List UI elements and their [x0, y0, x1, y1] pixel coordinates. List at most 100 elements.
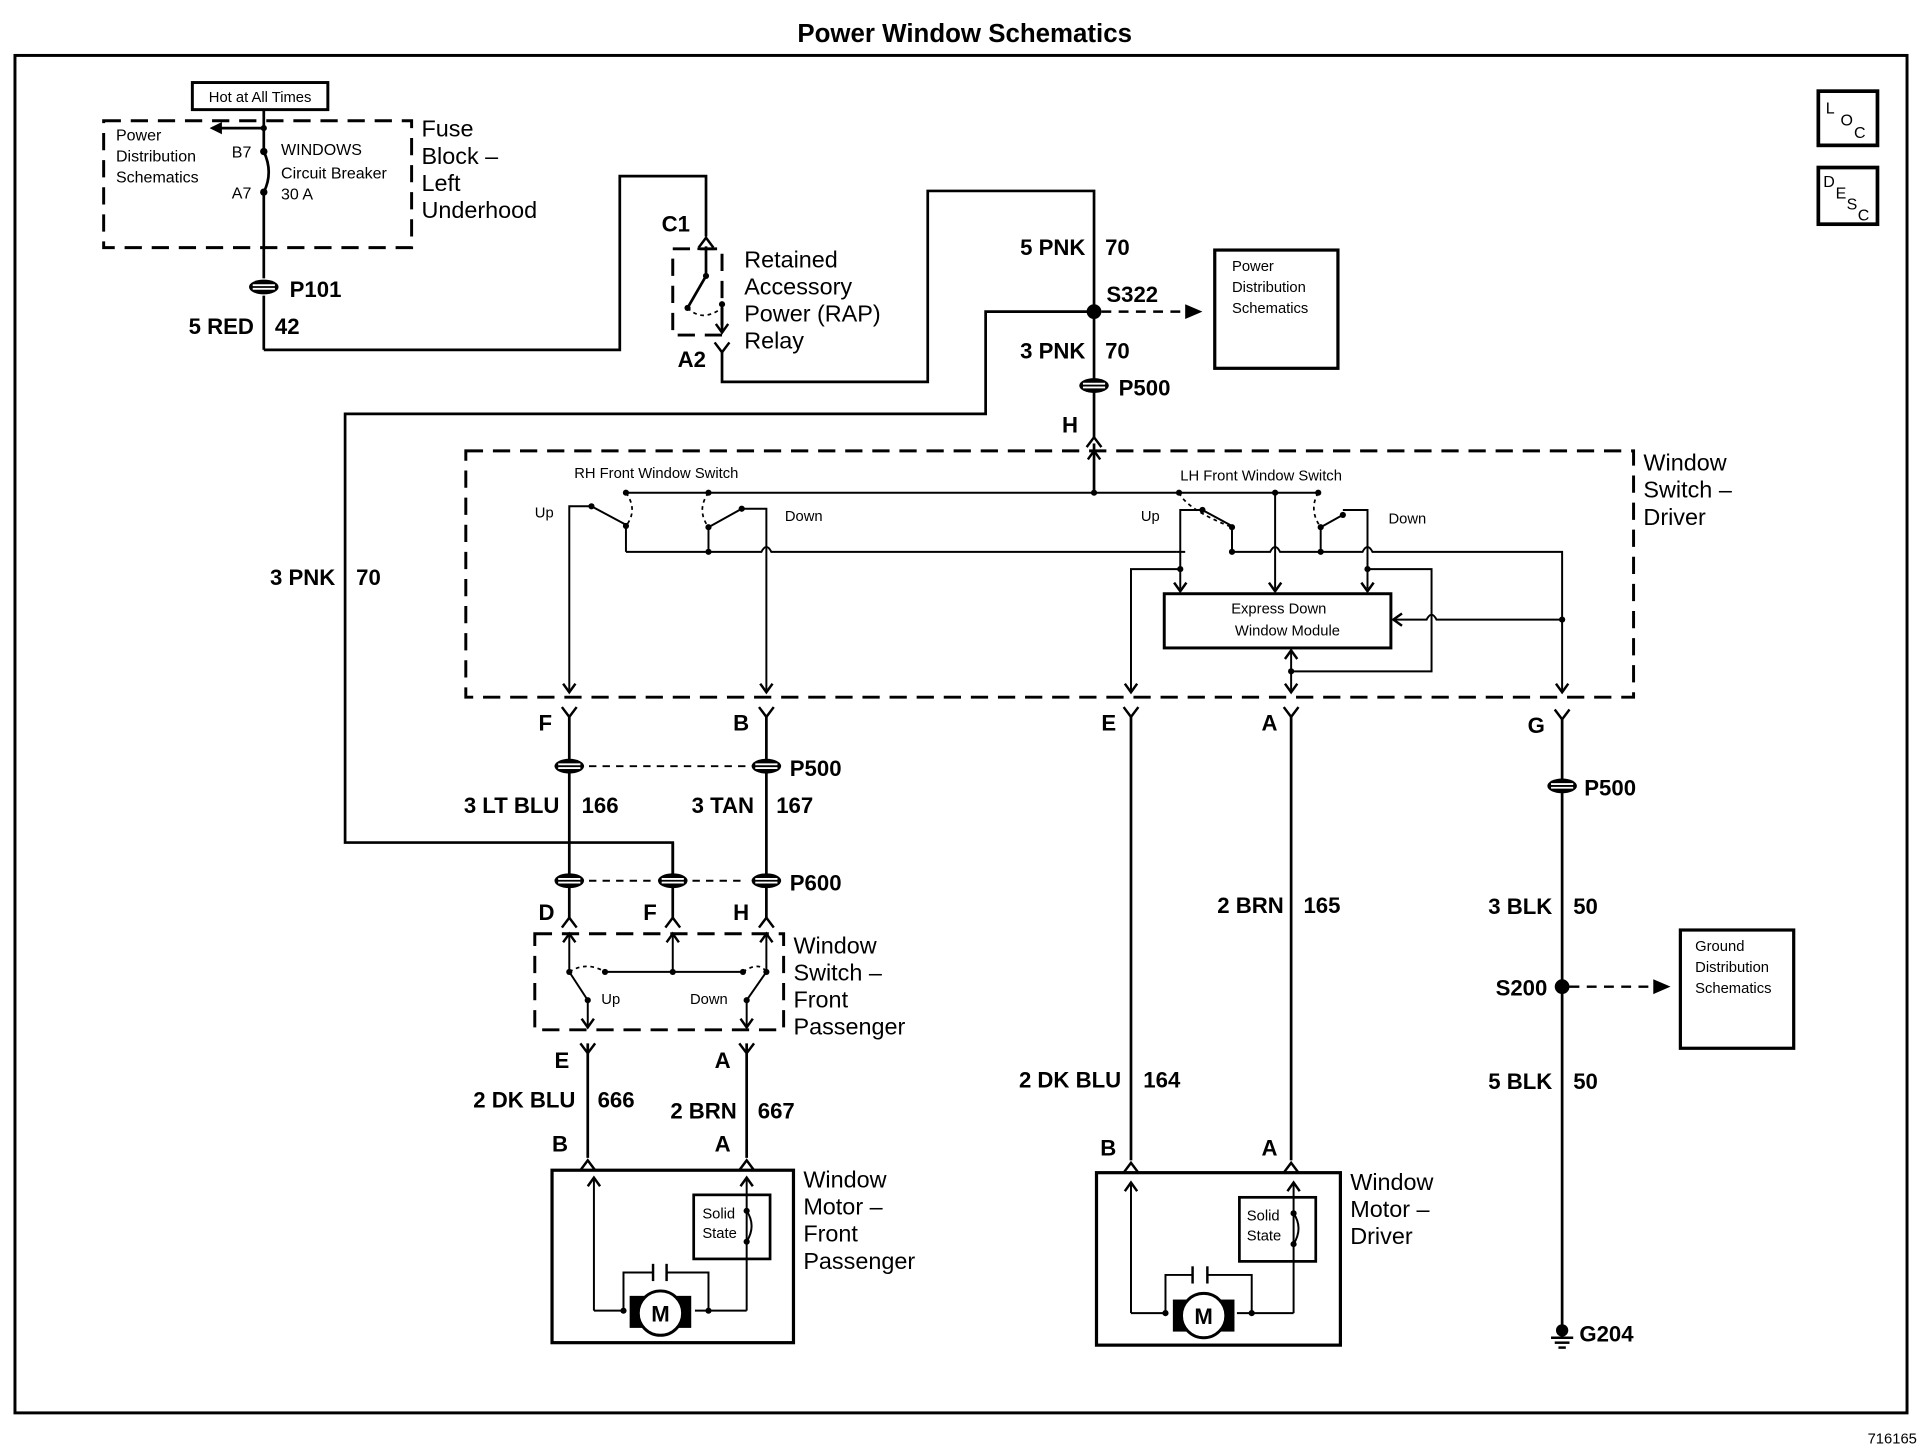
- svg-text:Driver: Driver: [1350, 1223, 1413, 1249]
- passenger-feed: P500 3 LT BLU 166 3 TAN 167 P600 D F H: [464, 716, 842, 929]
- svg-text:50: 50: [1573, 1069, 1598, 1094]
- svg-text:Solid: Solid: [702, 1206, 735, 1222]
- svg-text:166: 166: [582, 793, 619, 818]
- svg-text:Front: Front: [803, 1221, 858, 1247]
- svg-text:P600: P600: [790, 871, 842, 896]
- svg-text:RH Front Window Switch: RH Front Window Switch: [574, 466, 738, 482]
- svg-text:Window Module: Window Module: [1235, 624, 1340, 640]
- svg-text:3 PNK: 3 PNK: [1020, 338, 1085, 363]
- svg-text:30 A: 30 A: [281, 187, 313, 204]
- svg-text:Schematics: Schematics: [116, 169, 199, 186]
- svg-text:G204: G204: [1579, 1321, 1634, 1346]
- svg-text:Power: Power: [116, 127, 162, 144]
- svg-text:H: H: [733, 900, 749, 925]
- svg-text:D: D: [538, 900, 554, 925]
- rap-relay: C1 A2 Retained Accessory Power (RAP) Rel…: [662, 189, 1096, 384]
- svg-text:E: E: [1101, 710, 1116, 735]
- svg-text:2 DK BLU: 2 DK BLU: [473, 1087, 575, 1112]
- svg-text:Switch –: Switch –: [1643, 477, 1731, 503]
- svg-text:2 BRN: 2 BRN: [670, 1098, 736, 1123]
- svg-text:Left: Left: [421, 170, 461, 196]
- svg-text:Power (RAP): Power (RAP): [744, 301, 880, 327]
- svg-text:P500: P500: [1584, 776, 1636, 801]
- window-motor-front-passenger: Solid State M Window Motor – Front Passe…: [550, 1166, 915, 1345]
- svg-text:M: M: [1194, 1304, 1212, 1329]
- svg-text:5 PNK: 5 PNK: [1020, 235, 1085, 260]
- figure-id: 716165: [1868, 1432, 1917, 1448]
- ground-distribution-ref-box[interactable]: [1678, 928, 1796, 1050]
- svg-text:3 BLK: 3 BLK: [1488, 894, 1552, 919]
- svg-text:Front: Front: [793, 987, 848, 1013]
- svg-text:3 LT BLU: 3 LT BLU: [464, 793, 560, 818]
- svg-text:70: 70: [356, 565, 381, 590]
- page-title: Power Window Schematics: [797, 20, 1132, 48]
- svg-text:E: E: [555, 1048, 570, 1073]
- svg-text:G: G: [1528, 713, 1545, 738]
- svg-text:C: C: [1854, 125, 1866, 142]
- window-motor-front-passenger-name: Window: [803, 1166, 886, 1192]
- svg-text:P500: P500: [790, 756, 842, 781]
- svg-text:H: H: [1062, 412, 1078, 437]
- window-motor-driver-name: Window: [1350, 1169, 1433, 1195]
- svg-text:O: O: [1841, 113, 1853, 130]
- desc-button[interactable]: D E S C: [1816, 165, 1880, 227]
- svg-text:3 TAN: 3 TAN: [692, 793, 754, 818]
- motor-icon: [1180, 1291, 1228, 1340]
- svg-text:WINDOWS: WINDOWS: [281, 142, 362, 159]
- window-switch-front-passenger: Up Down Window Switch – Front Passenger: [533, 932, 906, 1040]
- svg-text:167: 167: [776, 793, 813, 818]
- window-switch-driver: Window Switch – Driver RH Front Window S…: [464, 443, 1732, 699]
- svg-text:Schematics: Schematics: [1232, 301, 1308, 317]
- svg-text:Power: Power: [1232, 259, 1274, 275]
- svg-text:Passenger: Passenger: [803, 1248, 915, 1274]
- svg-text:B: B: [1100, 1135, 1116, 1160]
- svg-text:Relay: Relay: [744, 328, 804, 354]
- svg-text:Block –: Block –: [421, 143, 498, 169]
- svg-text:70: 70: [1105, 338, 1130, 363]
- svg-text:B: B: [552, 1132, 568, 1157]
- splice-s322: 5 PNK 70 S322 Power Distribution Schemat…: [343, 235, 1340, 878]
- window-switch-front-passenger-name: Window: [793, 932, 876, 958]
- svg-text:Down: Down: [1388, 512, 1426, 528]
- svg-text:A2: A2: [678, 347, 706, 372]
- svg-text:164: 164: [1143, 1068, 1181, 1093]
- motor-icon: [636, 1289, 685, 1337]
- svg-text:50: 50: [1573, 894, 1598, 919]
- svg-text:P500: P500: [1119, 375, 1171, 400]
- svg-text:Distribution: Distribution: [1232, 280, 1306, 296]
- diagram-frame: [13, 53, 1909, 1415]
- svg-text:5 BLK: 5 BLK: [1488, 1069, 1552, 1094]
- svg-text:E: E: [1836, 185, 1847, 202]
- svg-text:2 DK BLU: 2 DK BLU: [1019, 1068, 1121, 1093]
- svg-text:L: L: [1826, 100, 1835, 117]
- svg-text:Solid: Solid: [1247, 1209, 1280, 1225]
- svg-text:Switch –: Switch –: [793, 960, 881, 986]
- svg-text:LH Front Window Switch: LH Front Window Switch: [1180, 468, 1342, 484]
- svg-text:S200: S200: [1496, 975, 1548, 1000]
- ground-icon: [1551, 1324, 1574, 1349]
- power-distribution-ref-box[interactable]: [1213, 248, 1340, 370]
- fuse-block: Hot at All Times Power Distribution Sche…: [102, 81, 537, 279]
- svg-text:667: 667: [758, 1098, 795, 1123]
- svg-text:Circuit Breaker: Circuit Breaker: [281, 166, 387, 183]
- svg-text:C: C: [1858, 207, 1870, 224]
- svg-text:A: A: [1262, 710, 1278, 735]
- svg-text:Motor –: Motor –: [803, 1194, 882, 1220]
- svg-text:B7: B7: [232, 145, 252, 162]
- svg-text:Passenger: Passenger: [793, 1014, 905, 1040]
- svg-text:D: D: [1823, 174, 1835, 191]
- svg-text:Motor –: Motor –: [1350, 1196, 1429, 1222]
- svg-text:State: State: [702, 1226, 736, 1242]
- svg-text:A: A: [715, 1132, 731, 1157]
- svg-text:2 BRN: 2 BRN: [1217, 893, 1283, 918]
- loc-button[interactable]: L O C: [1816, 89, 1880, 148]
- svg-text:Driver: Driver: [1643, 504, 1706, 530]
- svg-text:Schematics: Schematics: [1695, 981, 1771, 997]
- svg-text:A: A: [715, 1048, 731, 1073]
- svg-text:Down: Down: [785, 509, 823, 525]
- svg-text:S: S: [1847, 196, 1858, 213]
- svg-text:S322: S322: [1106, 282, 1158, 307]
- svg-text:Underhood: Underhood: [421, 197, 537, 223]
- svg-text:Up: Up: [1141, 509, 1160, 525]
